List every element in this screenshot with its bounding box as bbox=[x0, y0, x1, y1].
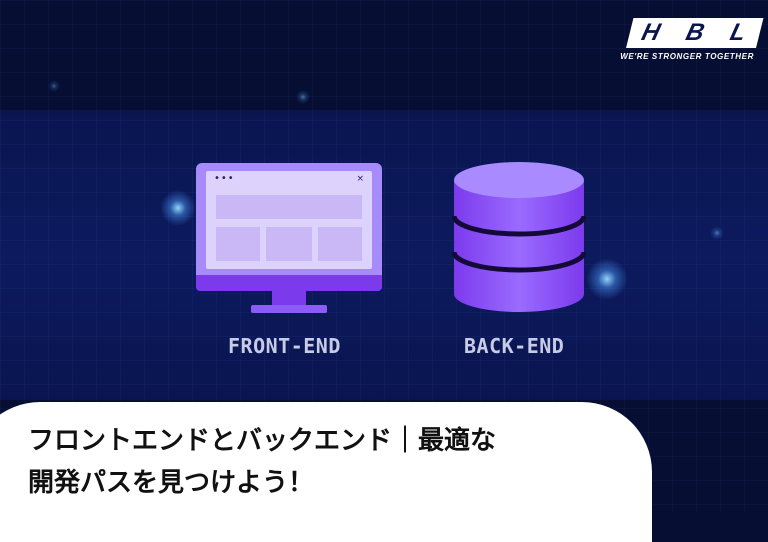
brand-logo: H B L WE'RE STRONGER TOGETHER bbox=[620, 18, 764, 61]
backend-label: BACK-END bbox=[464, 334, 565, 358]
monitor-stand-neck bbox=[272, 291, 306, 305]
monitor-icon: ••• × bbox=[196, 163, 382, 313]
window-header-panel bbox=[216, 195, 362, 219]
light-glow bbox=[586, 258, 628, 300]
monitor-chin bbox=[196, 275, 382, 291]
light-glow bbox=[296, 90, 310, 104]
logo-box: H B L bbox=[626, 18, 764, 48]
window-dots-icon: ••• bbox=[214, 173, 235, 184]
window-titlebar: ••• × bbox=[206, 171, 372, 187]
logo-letter-l: L bbox=[727, 19, 751, 46]
monitor-frame: ••• × bbox=[196, 163, 382, 275]
window-close-icon: × bbox=[356, 174, 364, 184]
monitor-screen: ••• × bbox=[206, 171, 372, 269]
database-icon bbox=[452, 162, 586, 312]
logo-letter-b: B bbox=[683, 19, 710, 46]
monitor-stand-foot bbox=[251, 305, 327, 313]
logo-letter-h: H bbox=[638, 19, 666, 46]
light-glow bbox=[160, 190, 196, 226]
background-band bbox=[0, 110, 768, 400]
page-title: フロントエンドとバックエンド｜最適な 開発パスを見つけよう！ bbox=[28, 420, 608, 504]
title-line-1: フロントエンドとバックエンド｜最適な bbox=[28, 426, 497, 456]
window-panel-middle bbox=[266, 227, 312, 261]
frontend-label: FRONT-END bbox=[228, 334, 341, 358]
light-glow bbox=[710, 226, 724, 240]
logo-tagline: WE'RE STRONGER TOGETHER bbox=[620, 52, 754, 61]
window-panel-right bbox=[318, 227, 362, 261]
window-panel-left bbox=[216, 227, 260, 261]
light-glow bbox=[48, 80, 60, 92]
title-line-2: 開発パスを見つけよう！ bbox=[28, 468, 315, 498]
